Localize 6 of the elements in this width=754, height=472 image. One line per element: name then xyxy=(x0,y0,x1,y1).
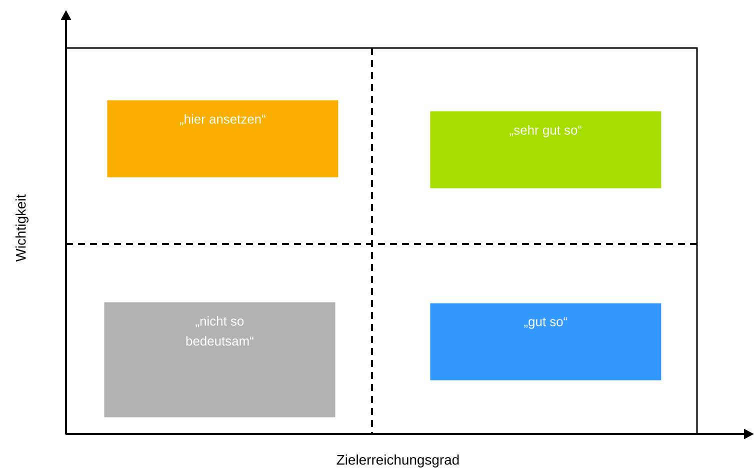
axis-label: Zielerreichungsgrad xyxy=(336,454,459,468)
quadrant-box: „nicht so bedeutsam“ xyxy=(104,302,336,418)
quadrant-box: „sehr gut so“ xyxy=(430,111,662,188)
axis-label: Wichtigkeit xyxy=(16,194,28,262)
quadrant-box: „hier ansetzen“ xyxy=(107,100,338,178)
quadrant-box: „gut so“ xyxy=(430,303,662,380)
